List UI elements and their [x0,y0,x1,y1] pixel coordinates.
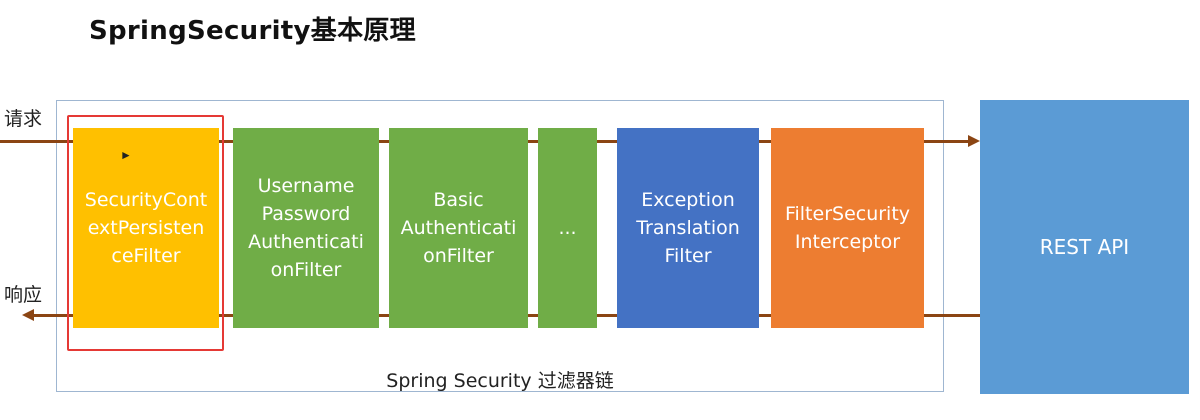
highlight-frame [67,115,224,351]
request-label: 请求 [4,108,43,130]
response-label: 响应 [4,284,43,306]
response-arrowhead [22,309,34,321]
page-title: SpringSecurity基本原理 [89,16,416,46]
filter-exception-translation: Exception Translation Filter [617,128,759,328]
filter-security-interceptor: FilterSecurity Interceptor [771,128,924,328]
filter-chain-frame [56,100,944,392]
filter-security-context-persistence: SecurityCont extPersisten ceFilter [73,128,219,328]
rest-api-box: REST API [980,100,1189,394]
filter-chain-caption: Spring Security 过滤器链 [386,370,614,392]
filter-username-password-authentication: Username Password Authenticati onFilter [233,128,379,328]
filter-ellipsis: ... [538,128,597,328]
filter-basic-authentication: Basic Authenticati onFilter [389,128,528,328]
request-arrowhead [968,135,980,147]
mouse-cursor-icon: ► [120,148,132,162]
